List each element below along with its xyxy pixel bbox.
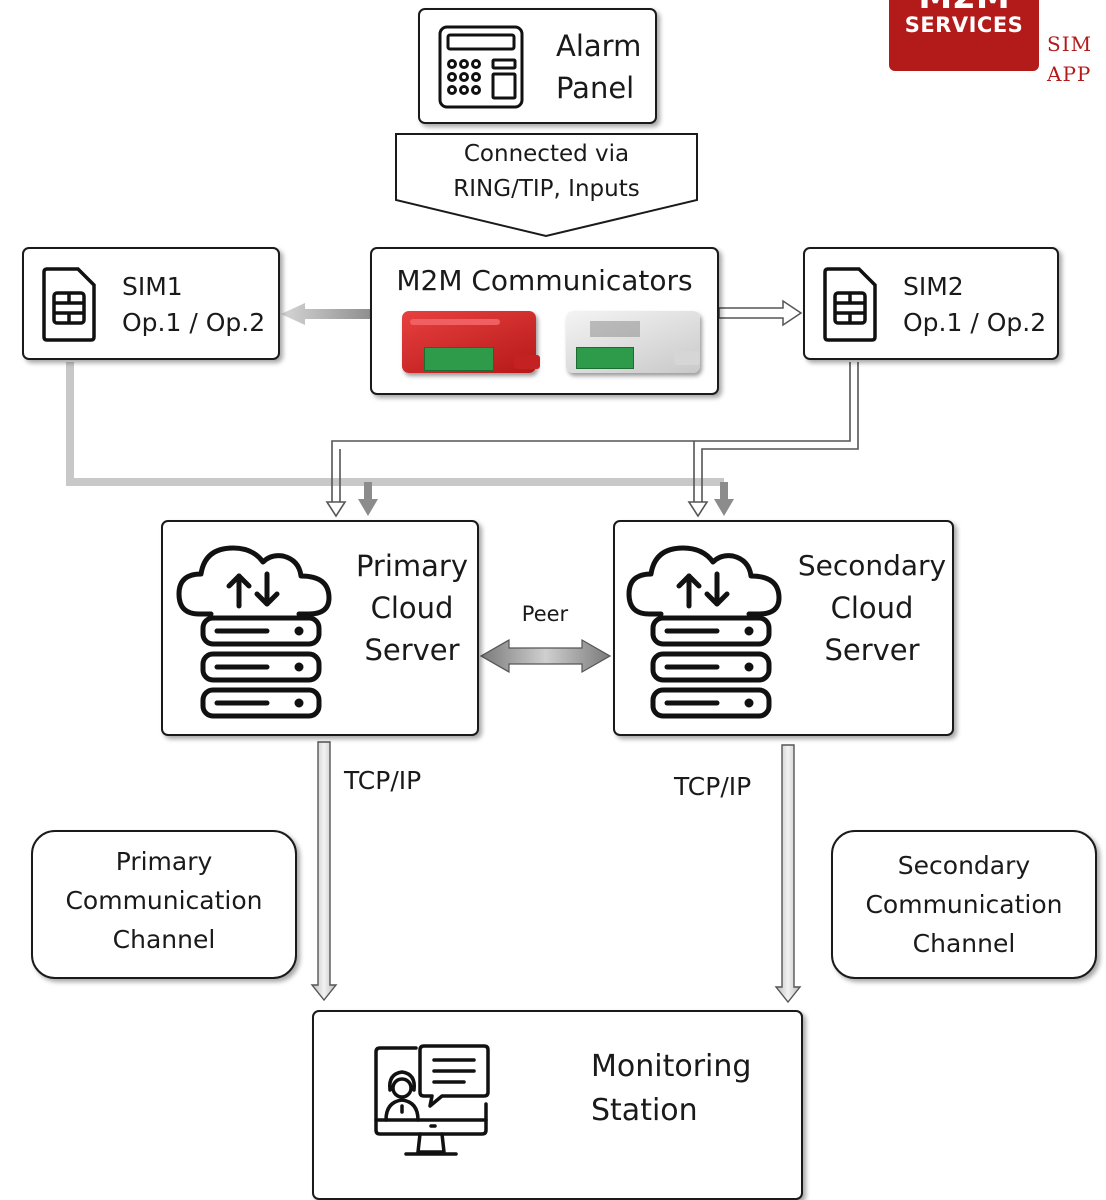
tcp-arrow-secondary <box>774 744 802 1004</box>
secondary-channel-label-2: Communication <box>865 890 1063 919</box>
primary-server-node: Primary Cloud Server <box>161 520 479 736</box>
primary-server-label-3: Server <box>364 633 460 667</box>
secondary-server-node: Secondary Cloud Server <box>613 520 954 736</box>
secondary-server-label-1: Secondary <box>797 549 947 582</box>
cloud-server-icon <box>176 545 332 719</box>
sim1-head-secondary <box>714 499 734 516</box>
monitoring-label-2: Station <box>591 1093 698 1128</box>
sim1-label-2: Op.1 / Op.2 <box>122 308 266 337</box>
logo-sub: SERVICES <box>904 13 1024 37</box>
secondary-channel-label-1: Secondary <box>897 851 1031 880</box>
connection-label-1: Connected via <box>463 141 630 167</box>
monitoring-station-node: Monitoring Station <box>312 1010 803 1200</box>
sim2-label-1: SIM2 <box>903 272 964 301</box>
peer-label: Peer <box>521 602 569 626</box>
sim1-head-primary <box>358 499 378 516</box>
sim2-head-secondary <box>687 501 709 518</box>
communicators-title: M2M Communicators <box>396 264 693 297</box>
primary-channel-node: Primary Communication Channel <box>31 830 297 979</box>
sim2-head-primary <box>325 501 347 518</box>
connection-label-2: RING/TIP, Inputs <box>453 176 640 202</box>
alarm-keypad-icon <box>438 25 524 109</box>
communicators-node: M2M Communicators <box>370 247 719 395</box>
secondary-server-label-2: Cloud <box>830 591 914 625</box>
sim1-label-1: SIM1 <box>122 272 183 301</box>
primary-channel-label-1: Primary <box>115 847 213 876</box>
primary-channel-label-2: Communication <box>65 886 263 915</box>
sim1-node: SIM1 Op.1 / Op.2 <box>22 247 280 360</box>
tcp-arrow-primary <box>310 741 338 1002</box>
white-communicator-device <box>566 311 700 373</box>
alarm-panel-node: Alarm Panel <box>418 8 657 124</box>
logo-brand: M2M <box>889 0 1039 14</box>
monitoring-operator-icon <box>374 1044 490 1156</box>
arrow-to-sim2 <box>718 299 803 327</box>
secondary-server-label-3: Server <box>824 633 920 667</box>
secondary-channel-label-3: Channel <box>912 929 1016 958</box>
alarm-panel-label-1: Alarm <box>556 29 642 63</box>
cloud-server-icon <box>626 545 782 719</box>
logo-tagline-1: SIM <box>1047 32 1093 56</box>
logo-tagline-2: APP <box>1047 62 1092 86</box>
peer-arrow <box>479 638 612 674</box>
sim2-node: SIM2 Op.1 / Op.2 <box>803 247 1059 360</box>
secondary-channel-node: Secondary Communication Channel <box>831 830 1097 979</box>
sim-card-icon <box>42 267 96 342</box>
primary-server-label-1: Primary <box>355 549 469 583</box>
tcp-label-primary: TCP/IP <box>344 766 422 795</box>
m2m-services-logo: M2M SERVICES <box>889 0 1039 71</box>
primary-server-label-2: Cloud <box>370 591 454 625</box>
sim-card-icon <box>823 267 877 342</box>
alarm-panel-label-2: Panel <box>556 71 635 105</box>
red-communicator-device <box>402 311 540 373</box>
tcp-label-secondary: TCP/IP <box>674 772 752 801</box>
primary-channel-label-3: Channel <box>112 925 216 954</box>
sim2-label-2: Op.1 / Op.2 <box>903 308 1047 337</box>
arrow-to-sim1 <box>281 303 370 325</box>
monitoring-label-1: Monitoring <box>591 1049 752 1084</box>
